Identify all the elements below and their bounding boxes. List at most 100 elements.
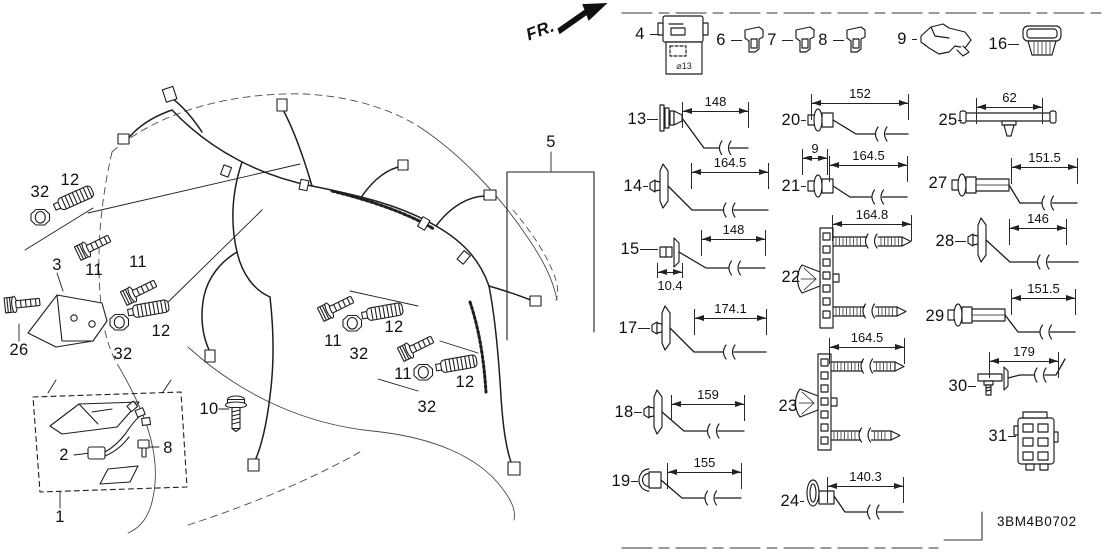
leader-line bbox=[638, 328, 650, 329]
part-ref-15[interactable]: 15 bbox=[620, 239, 640, 258]
callout-12[interactable]: 12 bbox=[455, 372, 475, 391]
part-ref-23[interactable]: 23 bbox=[778, 396, 798, 415]
part-ref-28[interactable]: 28 bbox=[935, 231, 955, 250]
part-ref-21[interactable]: 21 bbox=[781, 176, 801, 195]
extension-line bbox=[694, 309, 696, 335]
dimension-value: 10.4 bbox=[655, 278, 685, 293]
callout-11[interactable]: 11 bbox=[85, 260, 103, 279]
arrowhead bbox=[895, 344, 904, 350]
callout-12[interactable]: 12 bbox=[60, 170, 80, 189]
bracket-3-glyph bbox=[27, 294, 108, 348]
part-ref-16[interactable]: 16 bbox=[988, 34, 1008, 53]
extension-line bbox=[1009, 219, 1011, 245]
dimension-value: 164.5 bbox=[850, 148, 887, 163]
arrowhead bbox=[818, 155, 827, 161]
part-ref-7[interactable]: 7 bbox=[767, 30, 777, 49]
part-ref-30[interactable]: 30 bbox=[948, 376, 968, 395]
callout-12[interactable]: 12 bbox=[151, 321, 171, 340]
leader-line bbox=[958, 120, 962, 121]
callout-1[interactable]: 1 bbox=[55, 507, 65, 526]
part-ref-27[interactable]: 27 bbox=[928, 173, 948, 192]
dimension-value: 9 bbox=[809, 141, 821, 156]
leader-line bbox=[634, 412, 642, 413]
part-ref-18[interactable]: 18 bbox=[614, 402, 634, 421]
dimension: 151.5 bbox=[1011, 281, 1076, 315]
part-ref-24[interactable]: 24 bbox=[780, 491, 800, 510]
extension-line bbox=[827, 477, 829, 503]
callout-32[interactable]: 32 bbox=[417, 397, 437, 416]
callout-2[interactable]: 2 bbox=[59, 445, 69, 464]
part-ref-25[interactable]: 25 bbox=[938, 110, 958, 129]
callout-32[interactable]: 32 bbox=[349, 344, 369, 363]
arrowhead bbox=[1049, 358, 1058, 364]
callout-8[interactable]: 8 bbox=[163, 438, 173, 457]
part-ref-20[interactable]: 20 bbox=[781, 110, 801, 129]
leader-line bbox=[1008, 436, 1016, 437]
callout-32[interactable]: 32 bbox=[113, 344, 133, 363]
callout-26[interactable]: 26 bbox=[9, 340, 29, 359]
arrowhead bbox=[672, 401, 681, 407]
arrowhead bbox=[739, 108, 748, 114]
callout-5[interactable]: 5 bbox=[546, 132, 556, 151]
callout-11[interactable]: 11 bbox=[394, 364, 412, 383]
extension-line bbox=[976, 98, 978, 124]
dimension-value: 174.1 bbox=[712, 301, 749, 316]
part-ref-6[interactable]: 6 bbox=[716, 30, 726, 49]
part-ref-17[interactable]: 17 bbox=[618, 318, 638, 337]
arrowhead bbox=[658, 269, 667, 275]
dimension: 155 bbox=[667, 455, 742, 489]
part-ref-22[interactable]: 22 bbox=[781, 267, 801, 286]
corner-mark bbox=[943, 511, 983, 541]
dimension-value: 164.8 bbox=[853, 207, 891, 222]
leader-line bbox=[912, 39, 917, 40]
extension-line bbox=[829, 156, 831, 182]
extension-line bbox=[743, 395, 745, 421]
arrowhead bbox=[898, 162, 907, 168]
dimension-value: 62 bbox=[1000, 90, 1019, 105]
arrowhead bbox=[1012, 295, 1021, 301]
callout-11[interactable]: 11 bbox=[324, 331, 342, 350]
part-7-glyph bbox=[795, 26, 815, 53]
part-ref-29[interactable]: 29 bbox=[925, 306, 945, 325]
callout-12[interactable]: 12 bbox=[384, 317, 404, 336]
arrowhead bbox=[702, 236, 711, 242]
leader-line bbox=[955, 241, 966, 242]
dimension-value: 140.3 bbox=[847, 469, 884, 484]
part-ref-31[interactable]: 31 bbox=[988, 426, 1008, 445]
arrowhead bbox=[977, 104, 986, 110]
callout-32[interactable]: 32 bbox=[30, 182, 50, 201]
extension-line bbox=[906, 156, 908, 182]
arrowhead bbox=[1068, 164, 1077, 170]
part-24-glyph bbox=[806, 479, 904, 520]
part-31-glyph bbox=[1013, 411, 1059, 471]
part-ref-19[interactable]: 19 bbox=[611, 471, 631, 490]
part-ref-9[interactable]: 9 bbox=[897, 29, 907, 48]
dimension-value: 155 bbox=[691, 455, 718, 470]
part-14-glyph bbox=[649, 163, 769, 218]
arrowhead bbox=[668, 469, 677, 475]
part-ref-8[interactable]: 8 bbox=[818, 30, 828, 49]
leader-line bbox=[833, 40, 844, 41]
part-ref-4[interactable]: 4 bbox=[635, 24, 645, 43]
pigtail-glyph bbox=[87, 400, 152, 460]
extension-line bbox=[903, 338, 905, 364]
dimension: 164.5 bbox=[691, 155, 769, 189]
dimension: 9 bbox=[802, 141, 828, 175]
leader-line bbox=[1008, 44, 1019, 45]
callout-11[interactable]: 11 bbox=[129, 252, 147, 271]
part-9-glyph bbox=[920, 23, 972, 57]
part-ref-14[interactable]: 14 bbox=[623, 176, 643, 195]
callout-10[interactable]: 10 bbox=[199, 399, 219, 418]
dimension-value: 164.5 bbox=[848, 330, 886, 345]
arrowhead bbox=[695, 315, 704, 321]
extension-line bbox=[740, 463, 742, 489]
part-21-glyph bbox=[807, 174, 908, 205]
part-4-glyph: ⌀13 bbox=[657, 15, 709, 75]
callout-3[interactable]: 3 bbox=[52, 255, 62, 274]
part-ref-13[interactable]: 13 bbox=[627, 109, 647, 128]
dimension: 164.8 bbox=[832, 207, 912, 241]
leader-line bbox=[631, 481, 638, 482]
